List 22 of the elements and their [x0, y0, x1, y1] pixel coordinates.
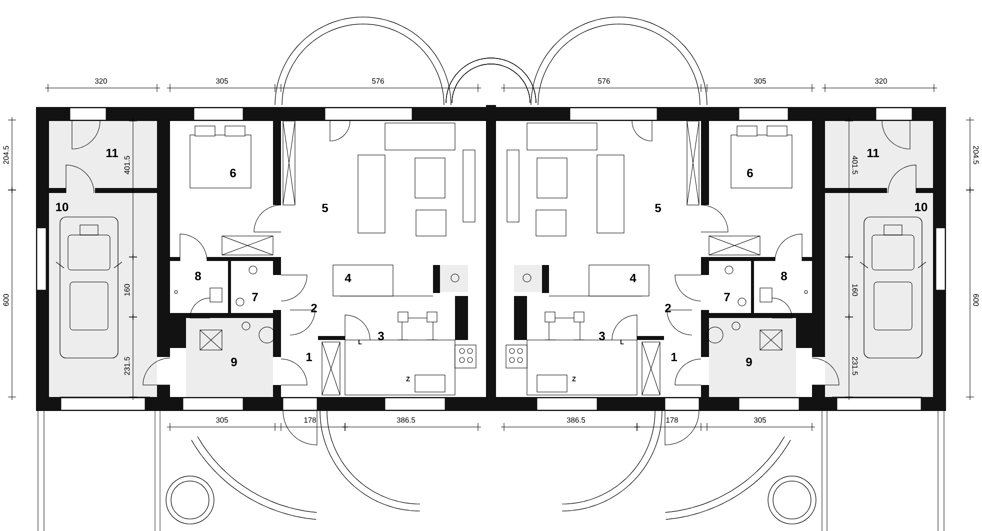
room-number: 5 [655, 204, 661, 212]
room-number: 2 [665, 304, 671, 312]
room-number: 3 [378, 332, 384, 340]
room-number: 9 [746, 358, 752, 366]
room-number: 7 [252, 292, 258, 302]
room-number: 1 [306, 352, 312, 362]
room-number: 11 [106, 148, 118, 158]
room-number: 10 [915, 202, 928, 212]
room-number: 6 [747, 168, 753, 178]
room-number: 2 [311, 304, 317, 312]
room-number: 3 [598, 332, 605, 340]
room-number: 11 [867, 148, 880, 158]
room-number: 1 [671, 352, 677, 362]
room-number: 6 [230, 168, 236, 178]
room-number: 4 [344, 274, 352, 282]
room-number: 4 [630, 274, 636, 282]
room-number: 9 [231, 358, 237, 366]
room-number: 8 [195, 272, 201, 280]
room-number: 8 [781, 272, 787, 280]
room-number: 7 [724, 292, 730, 302]
room-number: 10 [56, 202, 68, 212]
room-number: 5 [322, 204, 328, 212]
